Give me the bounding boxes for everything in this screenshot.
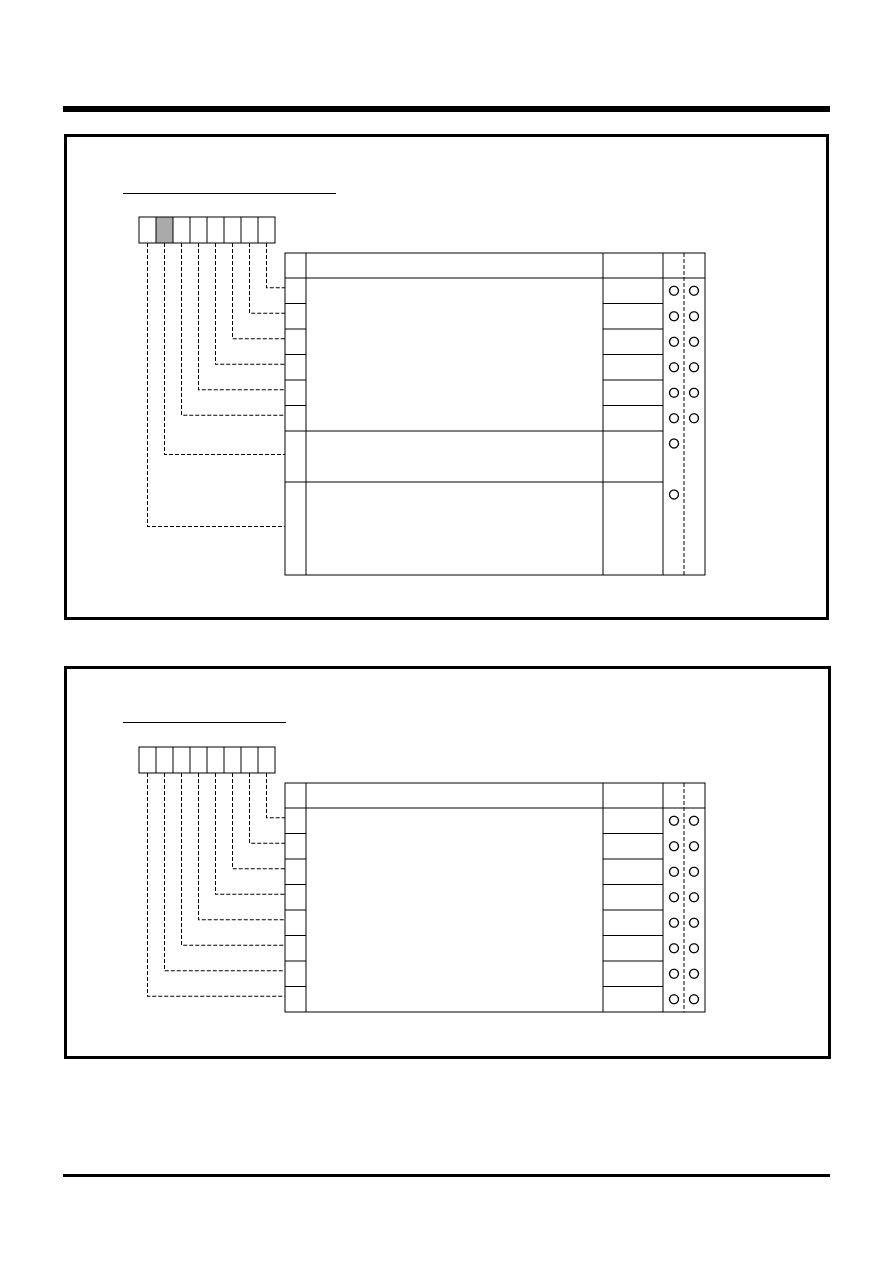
reg1-bit-box [155, 216, 174, 244]
reg2-write-mark [688, 943, 700, 954]
reg1-write-mark [688, 387, 700, 398]
reg2-write-mark [688, 917, 700, 928]
reg1-bit-box [138, 216, 157, 244]
reg2-read-mark [668, 892, 680, 903]
reg2-bit-box [172, 746, 191, 774]
reg1-read-mark [668, 387, 680, 398]
reg1-bit-leader [198, 243, 285, 391]
register-title-underline-2 [123, 722, 286, 723]
reg2-bit-leader [198, 773, 285, 921]
reg2-bit-box [189, 746, 208, 774]
reg2-write-mark [688, 866, 700, 877]
reg1-read-mark [668, 311, 680, 322]
reg2-bit-leader [266, 773, 285, 819]
reg2-write-mark [688, 892, 700, 903]
reg2-read-mark [668, 917, 680, 928]
reg1-read-mark [668, 285, 680, 296]
reg2-bit-leader [215, 773, 285, 895]
reg1-write-mark [688, 336, 700, 347]
reg1-bit-box [240, 216, 259, 244]
reg1-bit-leader [266, 243, 285, 289]
reg1-bit-leader [215, 243, 285, 365]
reg2-bit-box [223, 746, 242, 774]
reg1-read-mark [668, 336, 680, 347]
reg1-write-mark [688, 311, 700, 322]
reg1-read-mark [668, 362, 680, 373]
reg1-read-mark [668, 489, 680, 500]
reg2-read-mark [668, 866, 680, 877]
top-rule [63, 106, 830, 112]
reg2-bit-leader [147, 773, 285, 997]
reg2-write-mark [688, 968, 700, 979]
reg2-bit-leader [181, 773, 285, 946]
reg2-bit-box [206, 746, 225, 774]
reg1-read-mark [668, 438, 680, 449]
bottom-rule [63, 1174, 830, 1177]
register-title-underline-1 [123, 193, 336, 194]
reg2-read-mark [668, 841, 680, 852]
reg2-read-mark [668, 994, 680, 1005]
reg2-table-frame [284, 782, 706, 1013]
register-panel-2 [64, 666, 831, 1059]
reg1-write-mark [688, 285, 700, 296]
reg2-bit-box [138, 746, 157, 774]
reg2-write-mark [688, 815, 700, 826]
reg1-write-mark [688, 413, 700, 424]
reg1-bit-leader [181, 243, 285, 416]
reg2-bit-box [257, 746, 276, 774]
reg2-read-mark [668, 968, 680, 979]
reg1-bit-box [189, 216, 208, 244]
reg2-read-mark [668, 815, 680, 826]
reg2-bit-box [155, 746, 174, 774]
reg2-bit-box [240, 746, 259, 774]
reg2-bit-leader [249, 773, 285, 844]
reg1-bit-leader [164, 243, 285, 455]
reg2-read-mark [668, 943, 680, 954]
reg1-bit-box [206, 216, 225, 244]
reg1-table-frame [284, 252, 706, 576]
reg1-write-mark [688, 362, 700, 373]
reg1-read-mark [668, 413, 680, 424]
reg1-bit-leader [147, 243, 285, 527]
reg2-write-mark [688, 994, 700, 1005]
register-panel-1 [64, 134, 829, 620]
reg1-bit-box [223, 216, 242, 244]
reg2-bit-leader [232, 773, 285, 870]
reg1-bit-leader [249, 243, 285, 314]
reg1-bit-box [172, 216, 191, 244]
reg2-write-mark [688, 841, 700, 852]
reg2-bit-leader [164, 773, 285, 972]
reg1-bit-leader [232, 243, 285, 340]
reg1-bit-box [257, 216, 276, 244]
